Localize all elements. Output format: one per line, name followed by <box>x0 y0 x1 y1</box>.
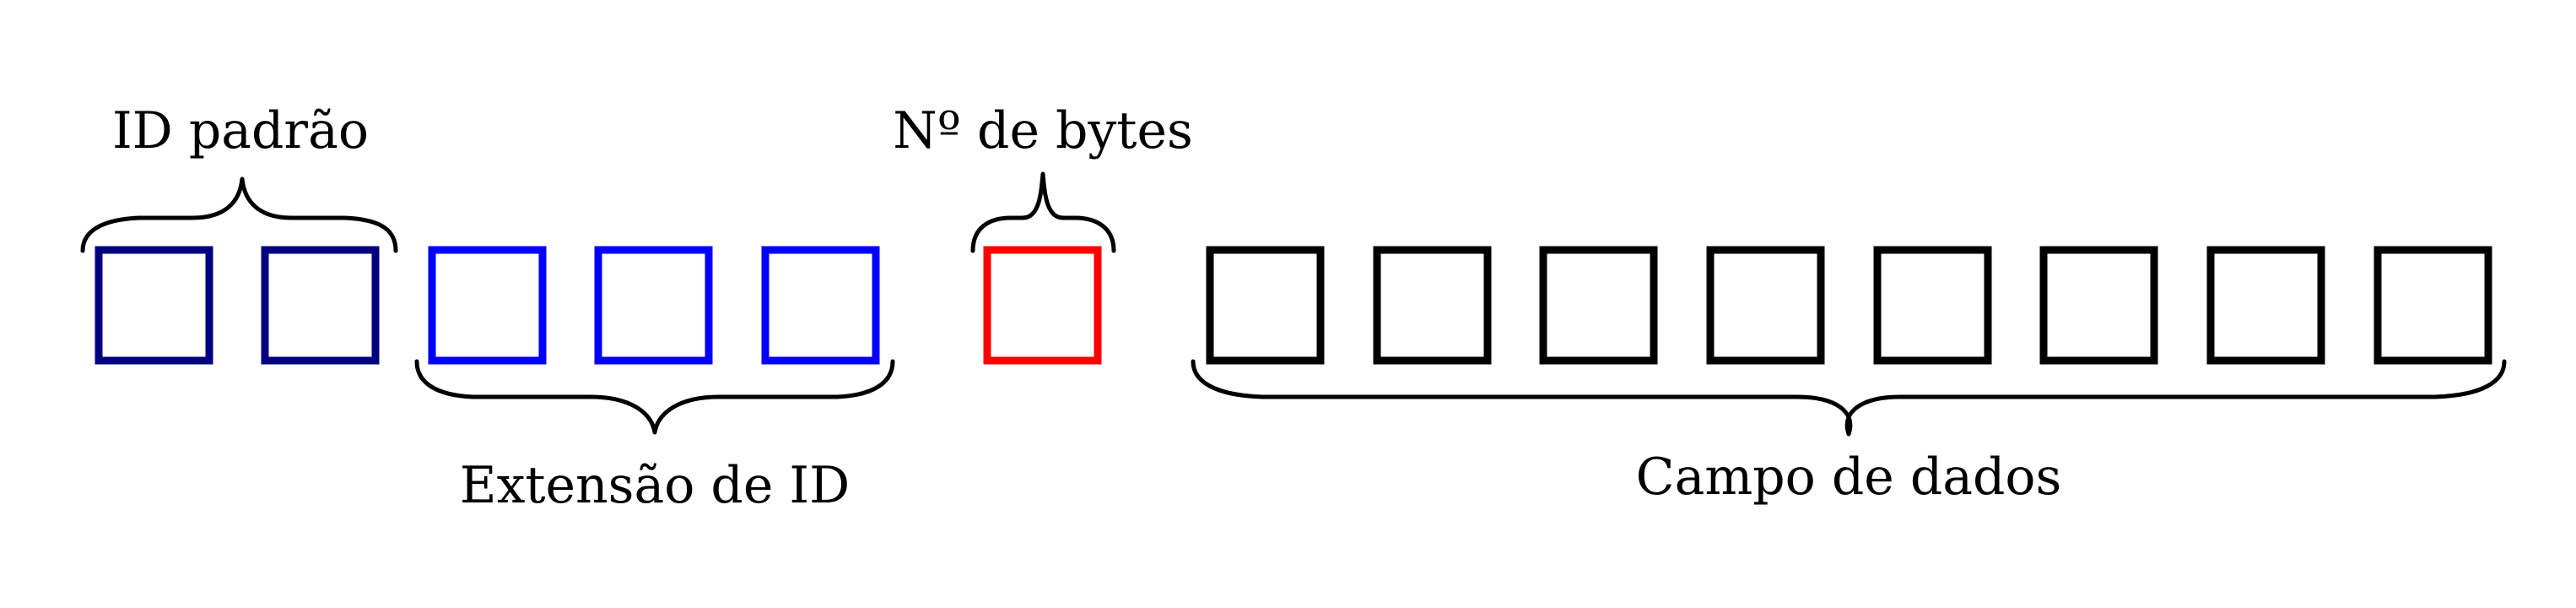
data-field-box <box>1539 246 1658 365</box>
data-field-box <box>1706 246 1825 365</box>
byte-count-box <box>983 246 1102 365</box>
data-field-box <box>1206 246 1325 365</box>
byte-count-brace <box>970 171 1116 253</box>
id-extension-label: Extensão de ID <box>460 456 850 515</box>
data-field-brace <box>1191 359 2507 437</box>
standard-id-box <box>261 246 380 365</box>
id-extension-box <box>761 246 880 365</box>
data-field-box <box>2373 246 2492 365</box>
data-field-boxes <box>1206 246 2492 365</box>
byte-count-label: Nº de bytes <box>893 101 1193 160</box>
standard-id-brace <box>80 176 398 253</box>
id-extension-boxes <box>428 246 880 365</box>
standard-id-box <box>95 246 213 365</box>
id-extension-brace <box>414 359 895 435</box>
data-field-box <box>1873 246 1992 365</box>
data-field-box <box>2206 246 2325 365</box>
byte-count-boxes <box>983 246 1102 365</box>
standard-id-label: ID padrão <box>112 101 369 160</box>
data-field-box <box>2039 246 2158 365</box>
data-field-label: Campo de dados <box>1636 448 2062 507</box>
standard-id-boxes <box>95 246 380 365</box>
id-extension-box <box>428 246 547 365</box>
data-field-box <box>1373 246 1492 365</box>
id-extension-box <box>594 246 713 365</box>
